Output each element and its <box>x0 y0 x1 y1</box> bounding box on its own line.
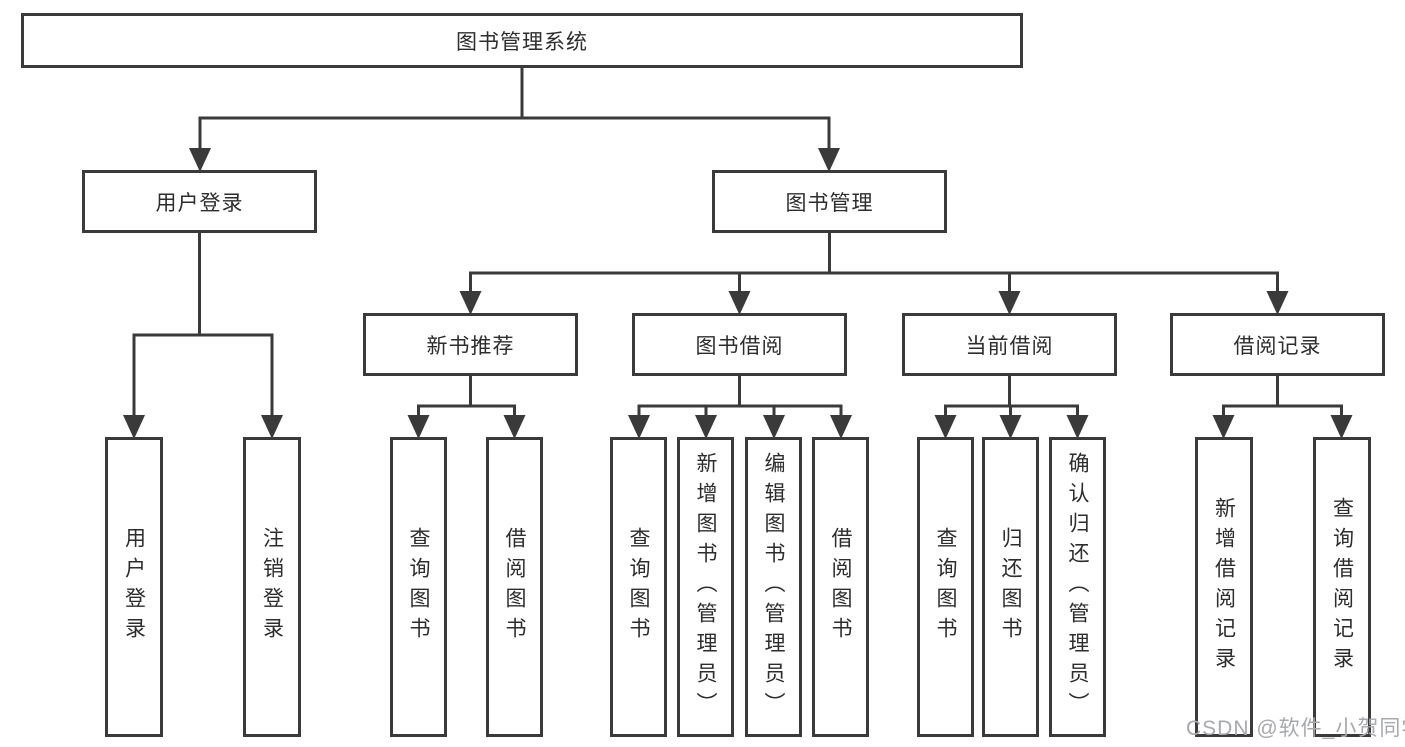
watermark: CSDN @软件_小贺同学 <box>1186 717 1405 740</box>
node-label: 查询图书 <box>407 527 430 647</box>
arrowhead-leaf-edit-book <box>763 415 785 439</box>
node-label: 确认归还（管理员） <box>1066 452 1089 722</box>
node-user-login: 用户登录 <box>82 170 317 233</box>
arrowhead-leaf-query-books-3 <box>934 415 957 439</box>
arrowhead-leaf-add-book <box>695 415 717 439</box>
node-label: 新书推荐 <box>426 334 515 358</box>
node-label: 查询图书 <box>627 527 650 647</box>
leaf-add-book-admin: 新增图书（管理员） <box>677 437 734 737</box>
arrowhead-leaf-confirm-return <box>1066 415 1089 439</box>
node-book-borrow: 图书借阅 <box>632 313 847 376</box>
node-label: 图书管理系统 <box>456 30 588 54</box>
node-label: 注销登录 <box>260 527 284 647</box>
node-book-management: 图书管理 <box>712 170 947 233</box>
arrowhead-user-login <box>189 148 211 172</box>
node-label: 借阅记录 <box>1233 334 1322 358</box>
node-label: 用户登录 <box>155 191 244 215</box>
leaf-borrow-books-2: 借阅图书 <box>812 437 869 737</box>
connector-new-book-recommend-bar <box>417 404 516 419</box>
leaf-edit-book-admin: 编辑图书（管理员） <box>745 437 802 737</box>
arrowhead-borrow-record <box>1266 291 1289 315</box>
arrowhead-leaf-query-books-1 <box>407 415 430 439</box>
leaf-query-books-2: 查询图书 <box>610 437 667 737</box>
node-label: 新增借阅记录 <box>1212 497 1236 677</box>
arrowhead-leaf-add-borrow-record <box>1212 415 1235 439</box>
leaf-confirm-return-admin: 确认归还（管理员） <box>1049 437 1106 737</box>
node-new-book-recommend: 新书推荐 <box>363 313 578 376</box>
node-label: 图书管理 <box>785 191 874 215</box>
node-label: 借阅图书 <box>829 527 852 647</box>
leaf-return-book: 归还图书 <box>982 437 1039 737</box>
leaf-logout: 注销登录 <box>243 437 301 737</box>
node-label: 借阅图书 <box>503 527 526 647</box>
leaf-add-borrow-record: 新增借阅记录 <box>1195 437 1253 737</box>
node-current-borrow: 当前借阅 <box>902 313 1117 376</box>
arrowhead-new-book-recommend <box>459 291 482 315</box>
arrowhead-leaf-borrow-books-1 <box>503 415 526 439</box>
arrowhead-leaf-logout <box>261 415 283 439</box>
node-label: 归还图书 <box>999 527 1022 647</box>
arrowhead-leaf-user-login <box>123 415 145 439</box>
arrowhead-current-borrow <box>998 291 1021 315</box>
node-label: 查询借阅记录 <box>1330 497 1354 677</box>
leaf-query-books-3: 查询图书 <box>917 437 974 737</box>
leaf-query-books-1: 查询图书 <box>390 437 447 737</box>
node-root: 图书管理系统 <box>21 13 1023 68</box>
node-label: 编辑图书（管理员） <box>762 452 785 722</box>
node-label: 新增图书（管理员） <box>694 452 717 722</box>
connector-root-bar <box>198 116 831 152</box>
node-label: 当前借阅 <box>965 334 1054 358</box>
connector-book-borrow-bar <box>637 404 843 419</box>
arrowhead-book-management <box>818 148 840 172</box>
arrowhead-leaf-query-borrow-record <box>1330 415 1353 439</box>
node-label: 查询图书 <box>934 527 957 647</box>
node-label: 用户登录 <box>122 527 146 647</box>
node-borrow-record: 借阅记录 <box>1170 313 1385 376</box>
connector-borrow-record-bar <box>1222 404 1343 419</box>
leaf-borrow-books-1: 借阅图书 <box>486 437 543 737</box>
node-label: 图书借阅 <box>695 334 784 358</box>
arrowhead-book-borrow <box>728 291 751 315</box>
leaf-user-login: 用户登录 <box>105 437 163 737</box>
arrowhead-leaf-query-books-2 <box>628 415 650 439</box>
connector-user-login-bar <box>132 333 274 419</box>
connector-book-management-bar <box>469 271 1279 295</box>
arrowhead-leaf-return-book <box>999 415 1022 439</box>
arrowhead-leaf-borrow-books-2 <box>830 415 852 439</box>
leaf-query-borrow-record: 查询借阅记录 <box>1313 437 1371 737</box>
